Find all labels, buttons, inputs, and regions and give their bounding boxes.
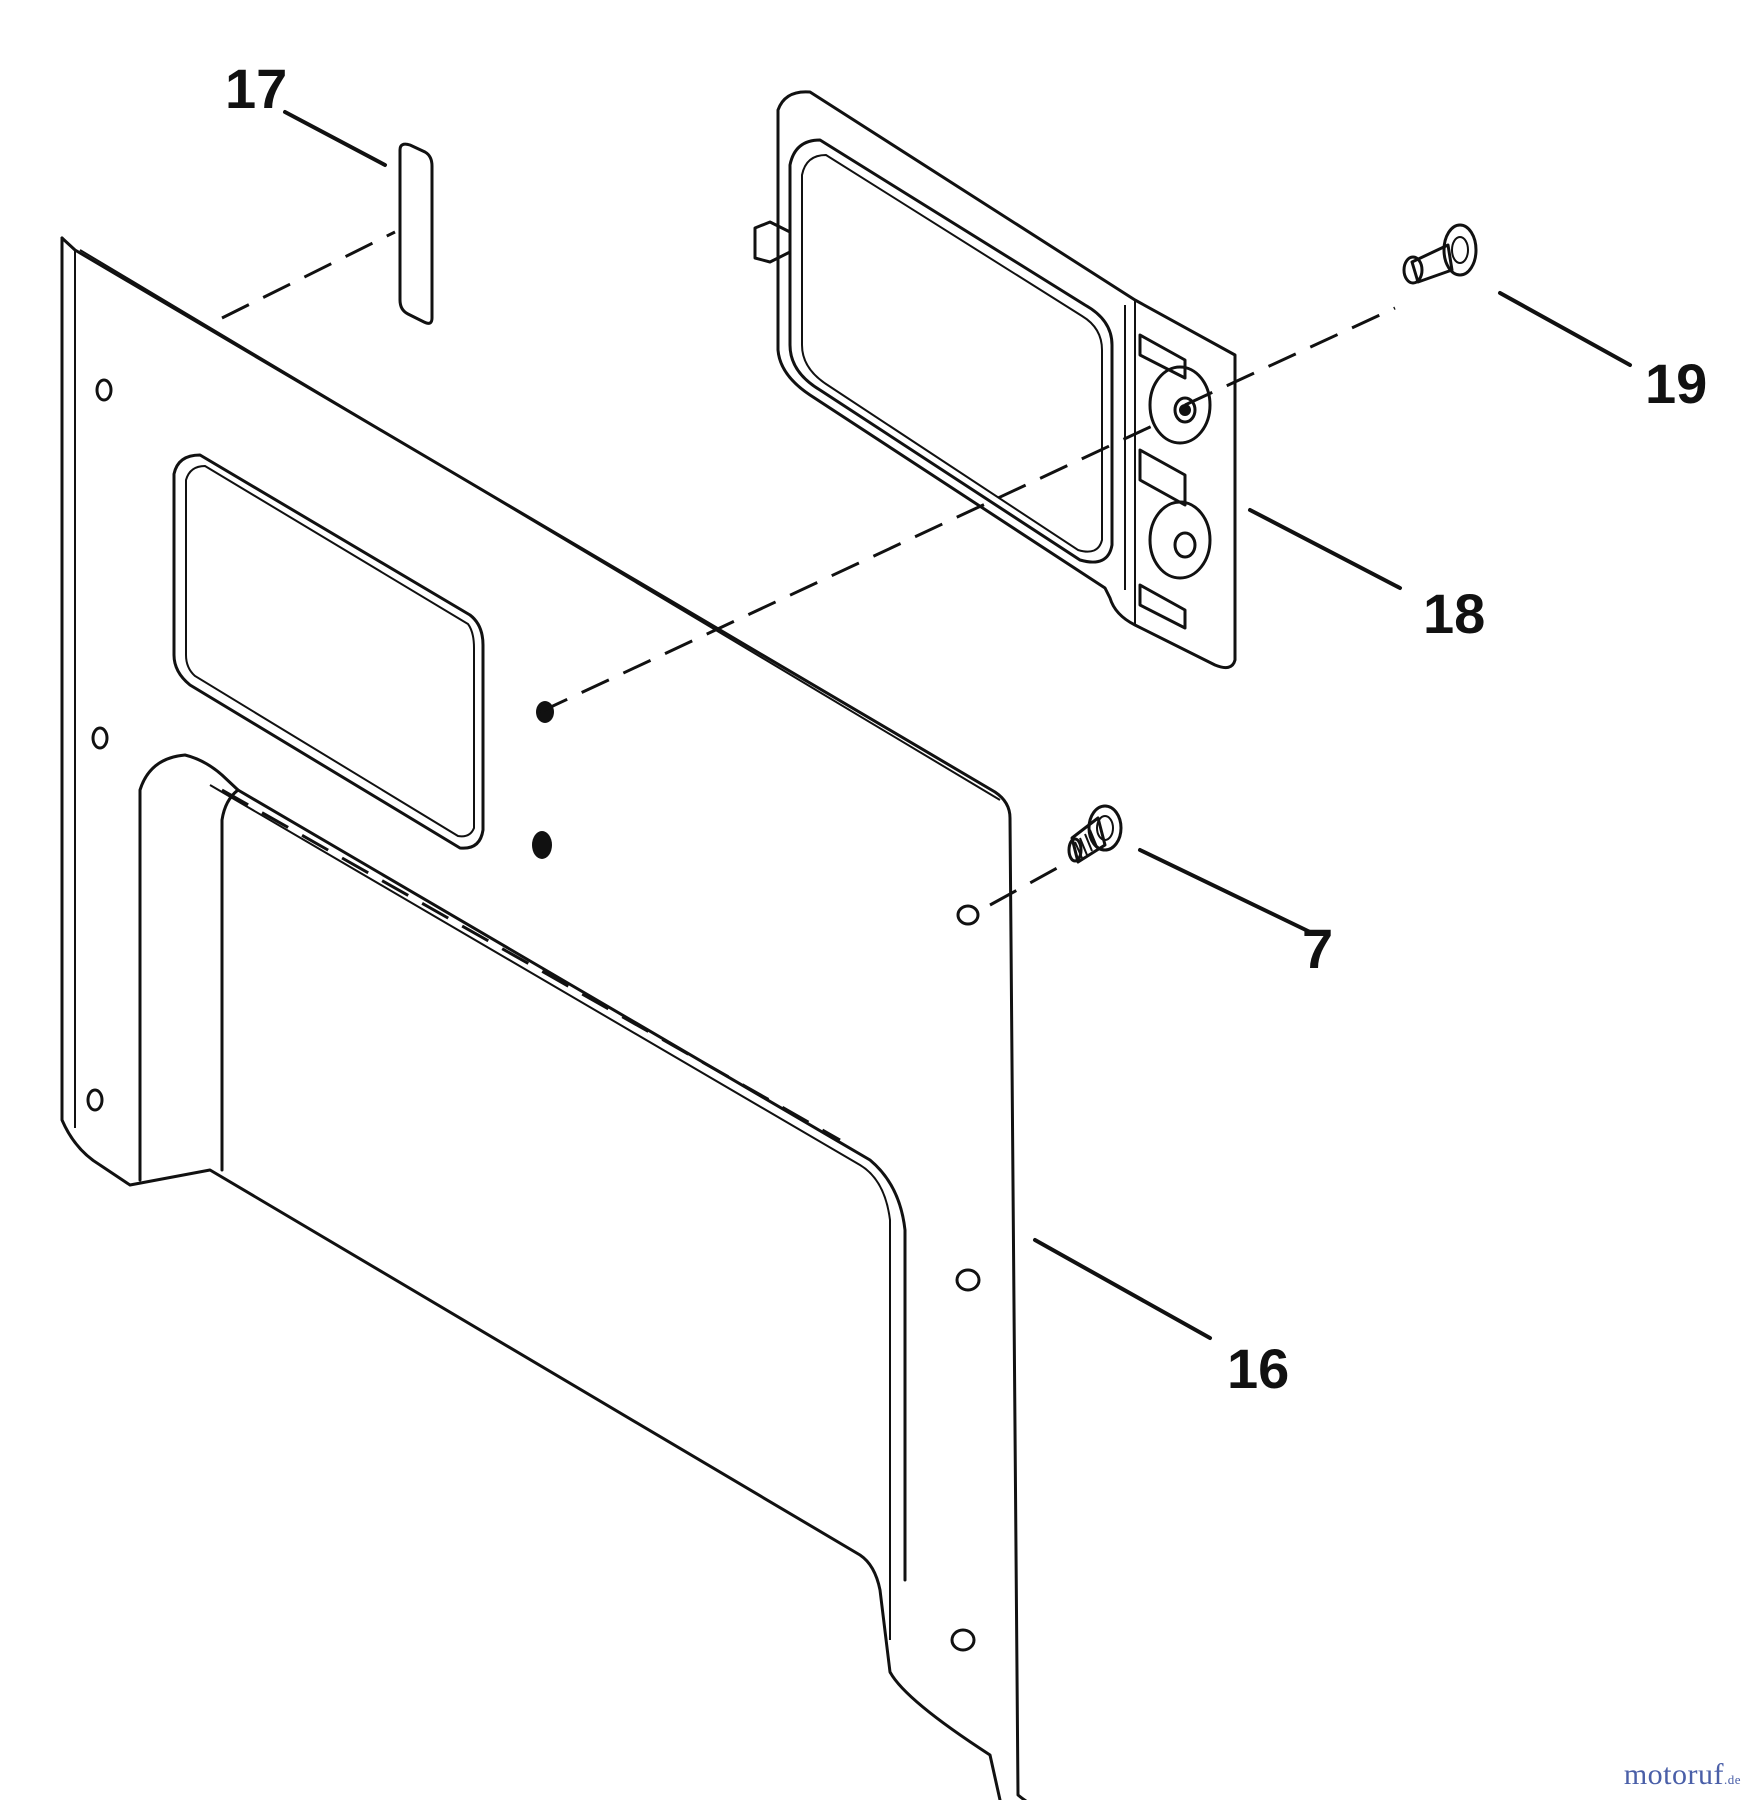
screw-part-7 — [1067, 804, 1123, 864]
motoruf-watermark: motoruf.de — [1624, 1758, 1741, 1792]
bulb-part-19 — [1402, 223, 1478, 285]
callout-label-16: 16 — [1227, 1337, 1289, 1400]
headlight-housing-part-18 — [753, 90, 1237, 670]
callout-leader-lines — [283, 110, 1632, 1340]
watermark-brand: motoruf — [1623, 1758, 1724, 1791]
callout-label-19: 19 — [1645, 352, 1707, 415]
callout-label-18: 18 — [1423, 582, 1485, 645]
callout-label-17: 17 — [225, 57, 287, 120]
callout-label-7: 7 — [1302, 917, 1333, 980]
side-panel-part-16 — [60, 236, 1037, 1805]
watermark-suffix: .de — [1723, 1772, 1741, 1787]
decal-part-17 — [398, 142, 434, 325]
assembly-dashed-lines — [138, 230, 1396, 1180]
